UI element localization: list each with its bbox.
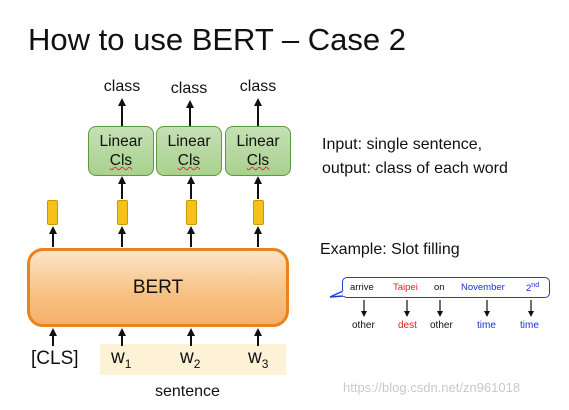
class-label-3: class [239, 78, 277, 95]
bert-block: BERT [27, 248, 289, 327]
linear-cls-title: Linear [236, 133, 280, 150]
example-tag-2: dest [398, 320, 417, 331]
class-label-2: class [170, 80, 208, 97]
linear-cls-title: Linear [167, 133, 211, 150]
bert-label: BERT [132, 276, 184, 298]
linear-cls-subtitle: Cls [109, 152, 133, 169]
linear-cls-box-1: Linear Cls [88, 126, 154, 176]
example-word-4: November [461, 282, 505, 293]
token-embedding-2 [186, 200, 197, 225]
linear-cls-title: Linear [99, 133, 143, 150]
linear-cls-subtitle: Cls [246, 152, 270, 169]
cls-embedding [47, 200, 58, 225]
example-tag-1: other [352, 320, 375, 331]
example-word-5: 2nd [526, 282, 540, 295]
linear-cls-box-3: Linear Cls [225, 126, 291, 176]
slide-title: How to use BERT – Case 2 [28, 22, 406, 57]
sentence-caption: sentence [155, 383, 220, 400]
description-input: Input: single sentence, [322, 136, 483, 153]
example-title: Example: Slot filling [320, 241, 460, 258]
example-sentence-bubble [342, 277, 550, 298]
input-sentence-strip [100, 344, 286, 375]
example-word-3: on [434, 282, 445, 293]
class-label-1: class [103, 78, 141, 95]
linear-cls-subtitle: Cls [177, 152, 201, 169]
watermark: https://blog.csdn.net/zn961018 [343, 380, 521, 395]
input-token-1: w1 [111, 347, 132, 371]
example-word-2: Taipei [393, 282, 418, 293]
example-tag-4: time [477, 320, 496, 331]
example-tag-5: time [520, 320, 539, 331]
token-embedding-3 [253, 200, 264, 225]
description-output: output: class of each word [322, 160, 508, 177]
linear-cls-box-2: Linear Cls [156, 126, 222, 176]
example-tag-3: other [430, 320, 453, 331]
cls-token: [CLS] [31, 348, 79, 369]
bubble-tail [329, 289, 344, 298]
example-word-1: arrive [350, 282, 374, 293]
input-token-2: w2 [180, 347, 201, 371]
input-token-3: w3 [248, 347, 269, 371]
token-embedding-1 [117, 200, 128, 225]
